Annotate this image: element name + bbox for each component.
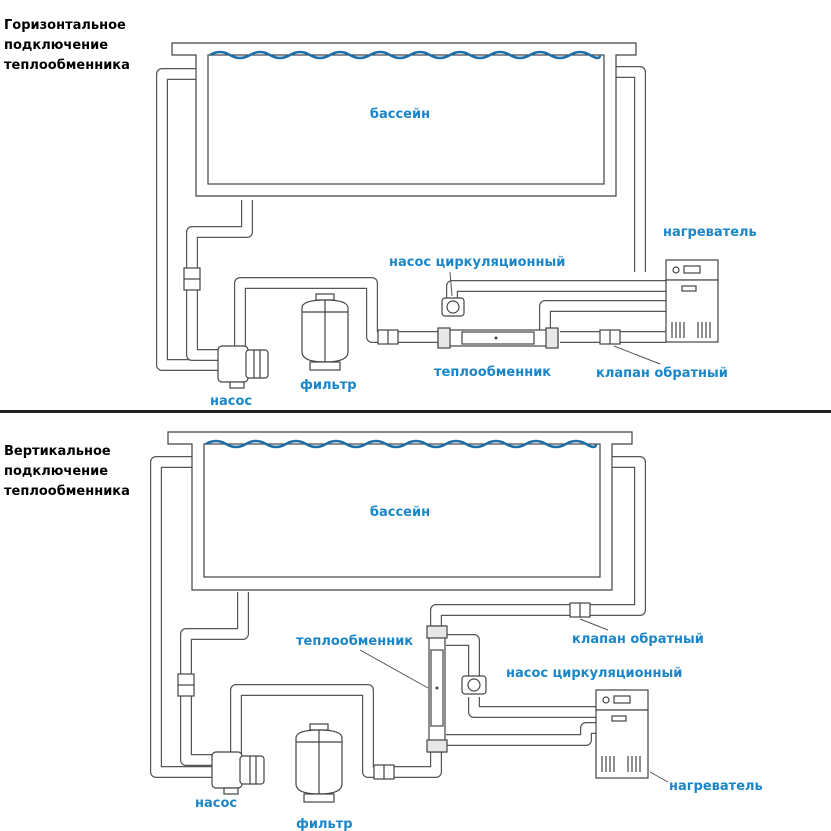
bottom-pipes bbox=[150, 456, 646, 778]
bottom-exchanger-label: теплообменник bbox=[296, 634, 413, 649]
top-pipes bbox=[156, 66, 666, 371]
top-main-pump-icon bbox=[217, 345, 269, 389]
bottom-heater-icon bbox=[595, 689, 649, 779]
bottom-check-valve-icon bbox=[569, 602, 591, 618]
top-diagram: бассейн насос фильтр bbox=[156, 42, 757, 409]
bottom-check-valve-label: клапан обратный bbox=[572, 632, 704, 647]
bottom-pump-label: насос bbox=[195, 796, 237, 811]
top-pump-label: насос bbox=[210, 394, 252, 409]
bottom-inlet-valve-icon bbox=[373, 764, 395, 780]
top-heat-exchanger-icon bbox=[437, 327, 559, 349]
bottom-circulation-pump-label: насос циркуляционный bbox=[506, 666, 682, 681]
top-circulation-pump-label: насос циркуляционный bbox=[389, 255, 565, 270]
top-filter-label: фильтр bbox=[300, 378, 357, 393]
top-pool: бассейн bbox=[171, 42, 637, 197]
top-diagram-heading: Горизонтальное подключение теплообменник… bbox=[4, 18, 130, 73]
top-check-valve-label: клапан обратный bbox=[596, 366, 728, 381]
bottom-diagram: бассейн насос фильтр bbox=[150, 431, 763, 831]
bottom-pool: бассейн bbox=[167, 431, 633, 591]
section-divider bbox=[0, 410, 831, 413]
bottom-left-valve-icon bbox=[177, 673, 195, 697]
bottom-heat-exchanger-icon bbox=[426, 625, 448, 753]
top-check-valve-icon bbox=[599, 329, 621, 345]
top-heater-icon bbox=[665, 259, 719, 343]
top-circulation-pump-icon bbox=[441, 297, 465, 317]
top-left-valve-icon bbox=[183, 267, 201, 291]
top-exchanger-label: теплообменник bbox=[434, 365, 551, 380]
bottom-diagram-heading: Вертикальное подключение теплообменника bbox=[4, 444, 130, 499]
bottom-pool-label: бассейн bbox=[370, 505, 430, 520]
bottom-filter-label: фильтр bbox=[296, 817, 353, 831]
bottom-main-pump-icon bbox=[211, 751, 265, 795]
top-pool-label: бассейн bbox=[370, 107, 430, 122]
bottom-filter-icon bbox=[295, 723, 343, 803]
top-inlet-valve-icon bbox=[377, 329, 399, 345]
top-heater-label: нагреватель bbox=[663, 225, 757, 240]
bottom-heater-label: нагреватель bbox=[669, 779, 763, 794]
bottom-circulation-pump-icon bbox=[461, 675, 487, 695]
top-filter-icon bbox=[301, 293, 349, 371]
